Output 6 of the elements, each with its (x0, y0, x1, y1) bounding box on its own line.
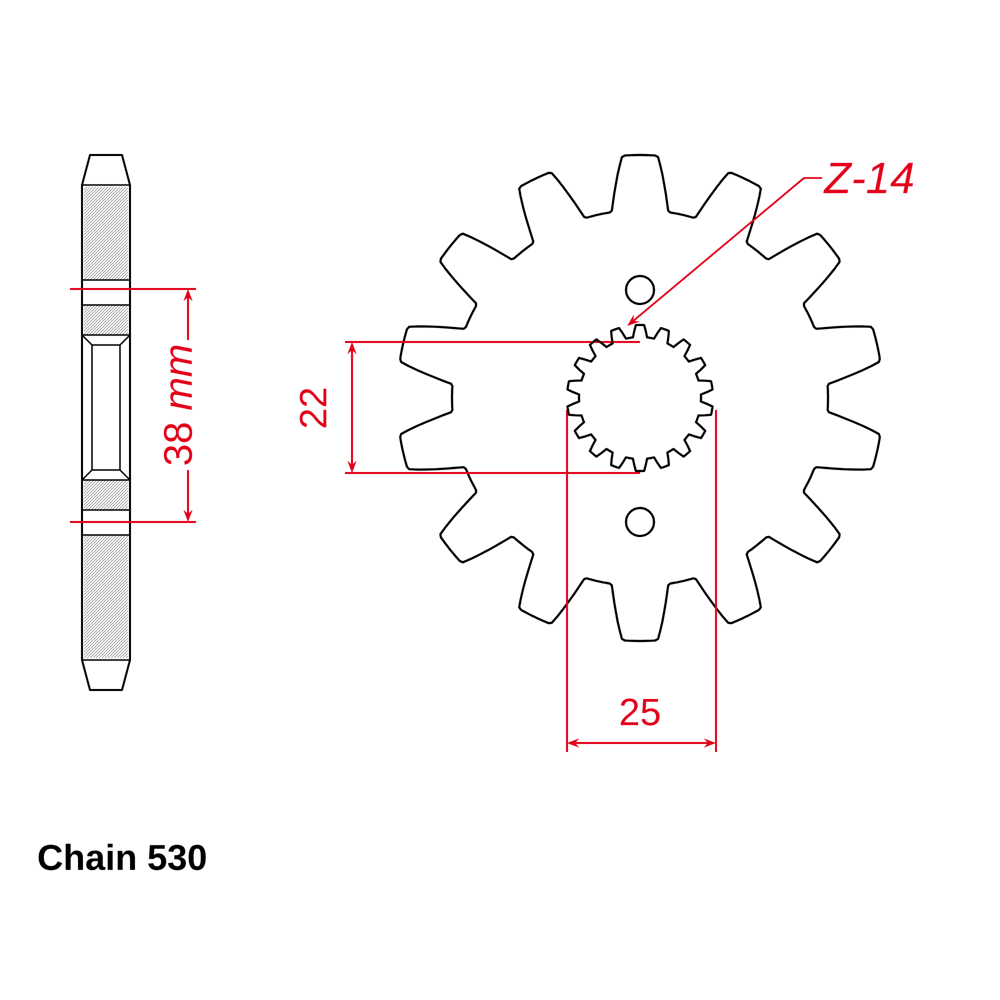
spline-bore (566, 324, 714, 472)
dimension-label: 25 (618, 698, 662, 726)
part-label: Z-14 (823, 162, 914, 194)
dimension-label: 22 (298, 386, 328, 430)
dimension-label: 38 mm (162, 342, 194, 468)
chain-label: Chain 530 (36, 842, 208, 872)
